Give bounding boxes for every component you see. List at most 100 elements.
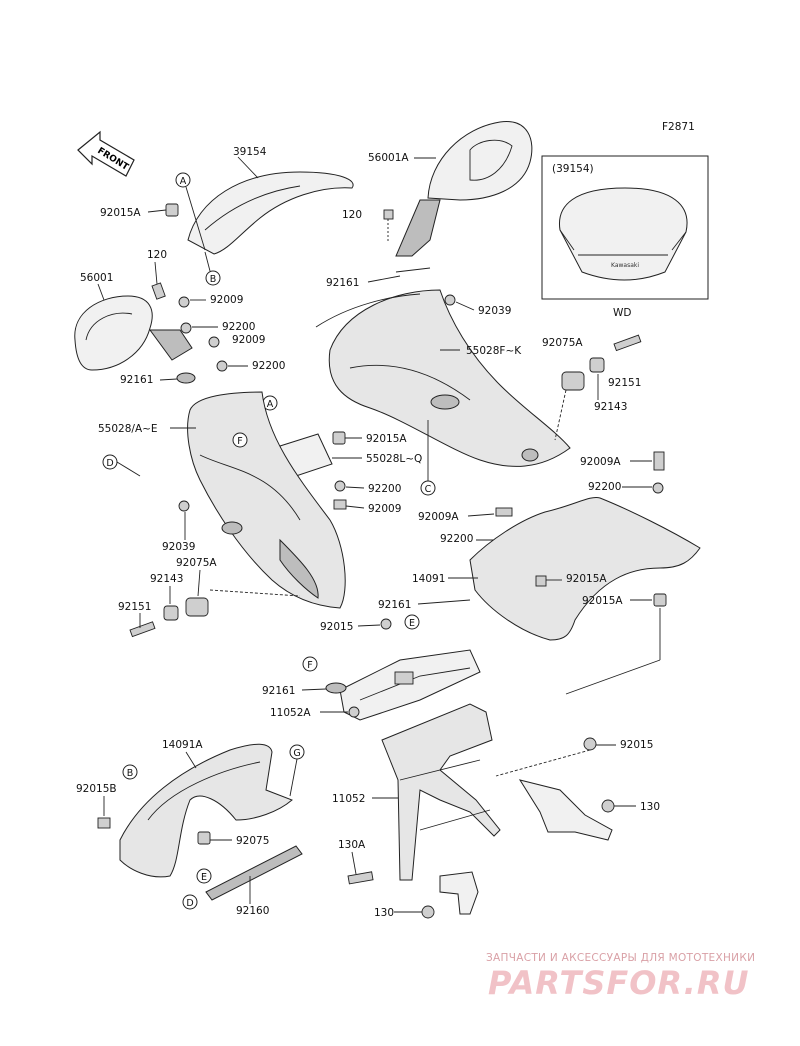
bolt-92009a-right — [653, 451, 665, 471]
front-arrow-icon: FRONT — [77, 130, 135, 177]
screw-92039-right — [444, 294, 456, 306]
grommet-92075a-right — [561, 371, 585, 391]
mirror-left — [74, 295, 153, 371]
label-92200-a: 92200 — [222, 321, 255, 333]
stay-side-bracket — [518, 779, 613, 841]
washer-92200-mid — [334, 480, 346, 492]
grommet-92015a-top — [165, 203, 179, 217]
inset-decal: Kawasaki — [611, 262, 639, 269]
label-92161-top: 92161 — [326, 277, 359, 289]
collar-92143-right — [589, 357, 605, 373]
label-92015b: 92015B — [76, 783, 117, 795]
fairing-left — [187, 391, 346, 609]
label-92039-left: 92039 — [162, 541, 195, 553]
ref-d-top: D — [102, 454, 118, 470]
label-55028fk: 55028F~K — [466, 345, 522, 357]
washer-92200-b — [216, 360, 228, 372]
label-92160: 92160 — [236, 905, 269, 917]
lower-cover-14091a — [119, 743, 293, 878]
label-92015a-r2: 92015A — [582, 595, 623, 607]
label-92015-center: 92015 — [320, 621, 353, 633]
collar-92143-left — [163, 605, 179, 621]
ref-a-top: A — [175, 172, 191, 188]
label-92009a-right: 92009A — [580, 456, 621, 468]
svg-text:C: C — [425, 484, 432, 495]
grommet-92015a-r2 — [653, 593, 667, 607]
diagram-code: F2871 — [662, 121, 695, 133]
svg-text:A: A — [267, 399, 274, 410]
nut-92015-right — [583, 737, 597, 751]
label-92009-b: 92009 — [232, 334, 265, 346]
bolt-92009-a — [178, 296, 190, 308]
label-92075: 92075 — [236, 835, 269, 847]
label-56001a: 56001A — [368, 152, 409, 164]
label-92015a-mid: 92015A — [366, 433, 407, 445]
svg-text:D: D — [186, 898, 193, 909]
meter-bracket-11052a — [339, 649, 481, 721]
grommet-92015a-mid — [332, 431, 346, 445]
label-92151-right: 92151 — [608, 377, 641, 389]
windshield — [187, 171, 354, 255]
label-56001: 56001 — [80, 272, 113, 284]
ref-e-lower: E — [196, 868, 212, 884]
label-14091: 14091 — [412, 573, 445, 585]
label-92015-right: 92015 — [620, 739, 653, 751]
svg-text:D: D — [106, 458, 113, 469]
svg-text:B: B — [127, 768, 134, 779]
label-11052a: 11052A — [270, 707, 311, 719]
inset-windshield — [558, 187, 688, 281]
bolt-92009-mid — [333, 499, 347, 510]
nut-92015b — [97, 817, 111, 829]
label-39154: 39154 — [233, 146, 267, 158]
inset-caption: WD — [613, 307, 631, 319]
screw-92039-left — [178, 500, 190, 512]
label-92075a-left: 92075A — [176, 557, 217, 569]
label-92039-right: 92039 — [478, 305, 511, 317]
label-11052: 11052 — [332, 793, 365, 805]
ref-f-left: F — [232, 432, 248, 448]
bolt-92009-b — [208, 336, 220, 348]
pad-92161-f — [325, 682, 347, 694]
bolt-130a — [347, 871, 374, 885]
label-92143-right: 92143 — [594, 401, 627, 413]
bolt-92151-right — [613, 334, 642, 352]
label-92015a-top: 92015A — [100, 207, 141, 219]
nut-92015-center — [380, 618, 392, 630]
bolt-130-right — [601, 799, 615, 813]
label-120-top: 120 — [342, 209, 362, 221]
label-55028ae: 55028/A~E — [98, 423, 158, 435]
label-92161-center: 92161 — [378, 599, 411, 611]
grommet-92015a-r1 — [535, 575, 547, 587]
bolt-92151-left — [129, 621, 156, 638]
ref-g: G — [289, 744, 305, 760]
label-130-bottom: 130 — [374, 907, 394, 919]
mirror-left-stalk — [149, 329, 193, 361]
pad-92161-left — [176, 372, 196, 384]
label-92200-center: 92200 — [440, 533, 473, 545]
label-92151-left: 92151 — [118, 601, 151, 613]
label-92009-mid: 92009 — [368, 503, 401, 515]
fairing-upper-right — [328, 289, 571, 467]
bolt-130-bottom — [421, 905, 435, 919]
svg-text:G: G — [293, 748, 300, 759]
ref-b-top: B — [205, 270, 221, 286]
stay-lower-bracket — [439, 871, 479, 915]
label-92075a-right: 92075A — [542, 337, 583, 349]
label-130-right: 130 — [640, 801, 660, 813]
ref-c: C — [420, 480, 436, 496]
bolt-92009a-center — [495, 507, 513, 517]
label-92009a-center: 92009A — [418, 511, 459, 523]
inner-cover-14091 — [469, 496, 701, 641]
trim-strip-92160 — [205, 845, 303, 901]
ref-e-center: E — [404, 614, 420, 630]
label-55028lq: 55028L~Q — [366, 453, 422, 465]
watermark-brand: PARTSFOR.RU — [488, 964, 749, 1002]
watermark: ЗАПЧАСТИ И АКСЕССУАРЫ ДЛЯ МОТОТЕХНИКИ PA… — [486, 952, 755, 1002]
windshield-variant-inset: (39154) Kawasaki WD — [541, 155, 709, 319]
label-92143-left: 92143 — [150, 573, 183, 585]
grommet-92075 — [197, 831, 211, 845]
label-92161-f: 92161 — [262, 685, 295, 697]
label-92009-a: 92009 — [210, 294, 243, 306]
label-92015a-r1: 92015A — [566, 573, 607, 585]
